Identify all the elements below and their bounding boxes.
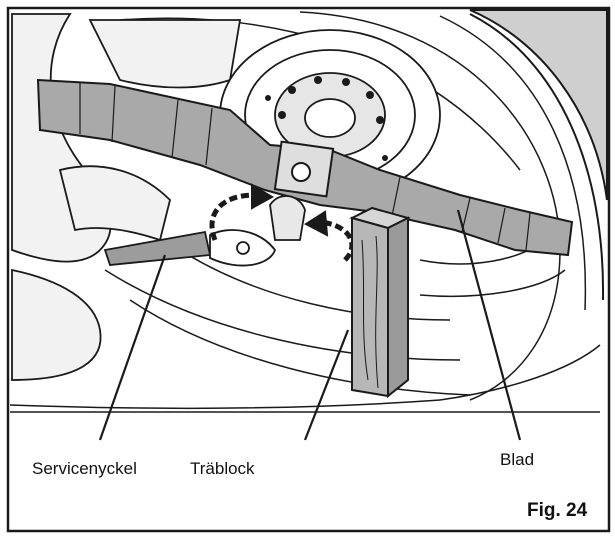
mower-housing-rim-2 bbox=[439, 15, 587, 311]
blade-bolt bbox=[291, 162, 311, 182]
mower-housing-rim bbox=[469, 13, 605, 301]
leader-lines bbox=[98, 209, 522, 441]
mower-housing-edge bbox=[469, 9, 608, 201]
wooden-block bbox=[349, 206, 411, 399]
rotation-arrows bbox=[209, 183, 355, 262]
label-service-key: Servicenyckel bbox=[32, 459, 137, 478]
label-blade: Blad bbox=[500, 450, 535, 469]
figure-number: Fig. 24 bbox=[527, 500, 588, 521]
label-wood-block: Träblock bbox=[190, 459, 255, 478]
deck-left-structure bbox=[11, 13, 242, 381]
service-key bbox=[103, 195, 306, 267]
hub-bolt-holes bbox=[265, 76, 388, 161]
